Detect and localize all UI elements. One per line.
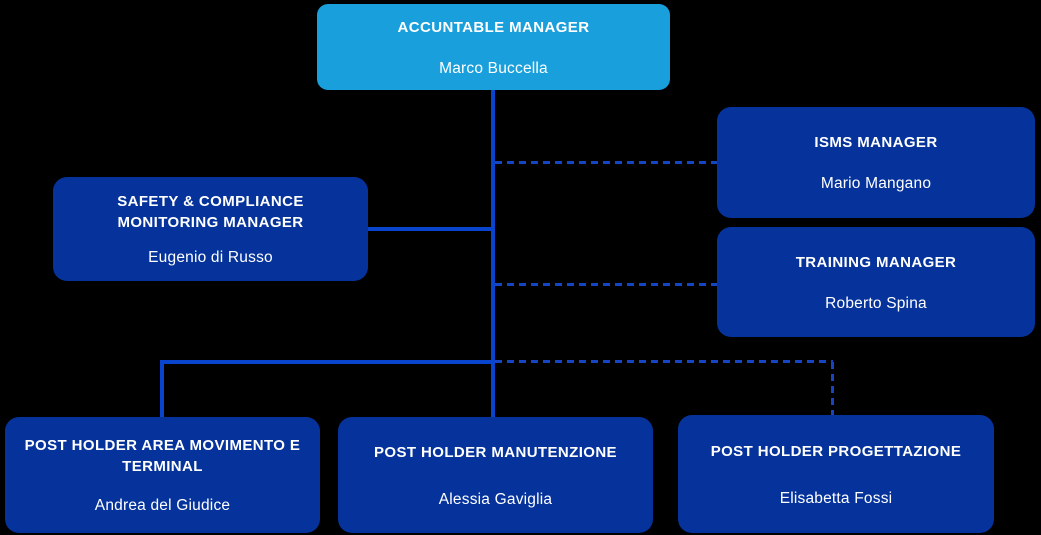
node-person-name: Elisabetta Fossi: [779, 489, 893, 507]
node-person-name: Alessia Gaviglia: [438, 490, 553, 508]
org-node-isms-manager: ISMS MANAGER Mario Mangano: [717, 107, 1035, 218]
connector-bottom-horizontal: [160, 360, 493, 364]
node-person-name: Mario Mangano: [820, 175, 932, 192]
connector-progettazione-dashed-vertical: [831, 362, 834, 415]
node-person-name: Roberto Spina: [825, 294, 927, 312]
connector-movimento-vertical: [160, 360, 164, 417]
org-node-post-holder-manutenzione: POST HOLDER MANUTENZIONE Alessia Gavigli…: [338, 417, 653, 533]
node-person-name: Marco Buccella: [439, 59, 548, 77]
node-person-name: Andrea del Giudice: [94, 497, 231, 514]
node-role: TRAINING MANAGER: [795, 253, 957, 271]
connector-bottom-dashed-horizontal: [495, 360, 833, 363]
node-role: ACCUNTABLE MANAGER: [397, 18, 590, 36]
node-role: SAFETY & COMPLIANCE MONITORING MANAGER: [117, 193, 304, 231]
connector-training-dashed: [495, 283, 717, 286]
node-role: POST HOLDER MANUTENZIONE: [374, 443, 617, 461]
connector-isms-dashed: [495, 161, 717, 164]
node-person-name: Eugenio di Russo: [148, 249, 273, 266]
node-role: POST HOLDER PROGETTAZIONE: [710, 442, 962, 460]
connector-trunk-vertical: [491, 88, 495, 417]
node-role: POST HOLDER AREA MOVIMENTO E TERMINAL: [24, 437, 301, 475]
org-node-safety-compliance-monitoring-manager: SAFETY & COMPLIANCE MONITORING MANAGER E…: [53, 177, 368, 281]
org-node-accountable-manager: ACCUNTABLE MANAGER Marco Buccella: [317, 4, 670, 90]
connector-safety-horizontal: [368, 227, 493, 231]
node-role: ISMS MANAGER: [814, 134, 938, 151]
org-node-training-manager: TRAINING MANAGER Roberto Spina: [717, 227, 1035, 337]
org-node-post-holder-area-movimento-e-terminal: POST HOLDER AREA MOVIMENTO E TERMINAL An…: [5, 417, 320, 533]
org-node-post-holder-progettazione: POST HOLDER PROGETTAZIONE Elisabetta Fos…: [678, 415, 994, 533]
